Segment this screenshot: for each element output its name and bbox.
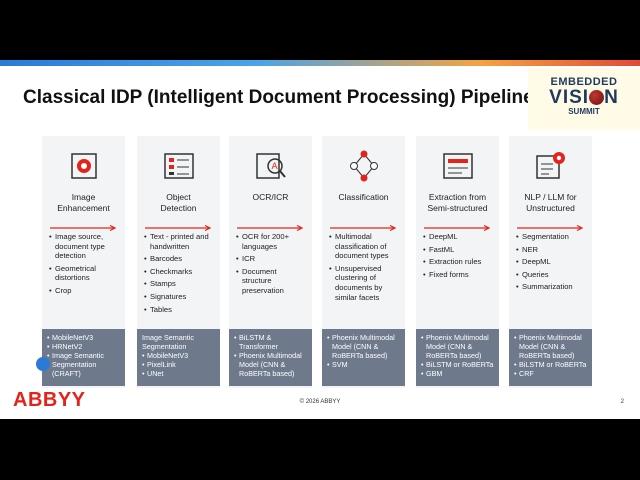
abbyy-logo: ABBYY [13,389,86,411]
feature-item: Queries [516,270,588,280]
model-item: Image Semantic Segmentation (CRAFT) [47,351,121,378]
feature-item: Checkmarks [144,267,216,277]
list-detect-icon [161,148,197,184]
feature-item: Crop [49,286,121,296]
arrow-right-icon [50,218,118,232]
slide: Classical IDP (Intelligent Document Proc… [0,60,640,419]
model-item: BiLSTM & Transformer [234,333,308,351]
column-heading: Classification [338,192,389,202]
feature-item: Tables [144,305,216,315]
model-panel: BiLSTM & TransformerPhoenix Multimodal M… [229,329,312,386]
model-item: BiLSTM or RoBERTa [514,360,588,369]
model-panel: Image Semantic SegmentationMobileNetV3Pi… [137,329,220,386]
extraction-icon [440,148,476,184]
feature-item: DeepML [516,257,588,267]
arrow-right-icon [145,218,213,232]
svg-text:A: A [272,162,279,172]
model-item: Image Semantic Segmentation [142,333,194,351]
model-item: BiLSTM or RoBERTa [421,360,495,369]
arrow-right-icon [330,218,398,232]
model-panel: MobileNetV3HRNetV2Image Semantic Segment… [42,329,125,386]
model-item: GBM [421,369,495,378]
feature-item: Extraction rules [423,257,495,267]
feature-list: Image source, document type detectionGeo… [49,232,121,299]
page-number: 2 [620,399,624,405]
nlp-icon [533,148,569,184]
model-item: PixelLink [142,360,216,369]
model-item: UNet [142,369,216,378]
model-item: CRF [514,369,588,378]
model-item: HRNetV2 [47,342,121,351]
network-icon [346,148,382,184]
ocr-icon: A [253,148,289,184]
feature-item: DeepML [423,232,495,242]
model-item: Phoenix Multimodal Model (CNN & RoBERTa … [234,351,308,378]
arrow-right-icon [517,218,585,232]
top-color-stripe [0,60,640,66]
feature-item: Summarization [516,282,588,292]
feature-item: NER [516,245,588,255]
model-item: Phoenix Multimodal Model (CNN & RoBERTa … [514,333,588,360]
feature-item: ICR [236,254,308,264]
column-heading: OCR/ICR [252,192,289,202]
arrow-right-icon [237,218,305,232]
feature-item: Stamps [144,279,216,289]
slide-title: Classical IDP (Intelligent Document Proc… [23,87,534,108]
arrow-right-icon [424,218,492,232]
feature-item: Barcodes [144,254,216,264]
model-panel: Phoenix Multimodal Model (CNN & RoBERTa … [322,329,405,386]
feature-list: DeepML FastML Extraction rulesFixed forms [423,232,495,282]
feature-item: Text - printed and handwritten [144,232,216,251]
feature-list: Multimodal classification of document ty… [329,232,401,305]
model-panel: Phoenix Multimodal Model (CNN & RoBERTa … [416,329,499,386]
feature-list: SegmentationNER DeepML QueriesSummarizatio… [516,232,588,295]
feature-item: Document structure preservation [236,267,308,296]
model-panel: Phoenix Multimodal Model (CNN & RoBERTa … [509,329,592,386]
gear-image-icon [66,148,102,184]
feature-item: Image source, document type detection [49,232,121,261]
feature-item: Signatures [144,292,216,302]
feature-item: OCR for 200+ languages [236,232,308,251]
feature-item: Segmentation [516,232,588,242]
model-item: Phoenix Multimodal Model (CNN & RoBERTa … [327,333,401,360]
model-item: SVM [327,360,401,369]
model-item: MobileNetV3 [47,333,121,342]
feature-item: Geometrical distortions [49,264,121,283]
model-item: Phoenix Multimodal Model (CNN & RoBERTa … [421,333,495,360]
feature-item: Fixed forms [423,270,495,280]
feature-item: FastML [423,245,495,255]
abbyy-mark-icon [36,357,50,371]
copyright-text: © 2026 ABBYY [299,399,341,405]
feature-item: Unsupervised clustering of documents by … [329,264,401,302]
feature-item: Multimodal classification of document ty… [329,232,401,261]
feature-list: OCR for 200+ languagesICR Document struct… [236,232,308,299]
feature-list: Text - printed and handwrittenBarcodesCh… [144,232,216,317]
model-item: MobileNetV3 [142,351,216,360]
